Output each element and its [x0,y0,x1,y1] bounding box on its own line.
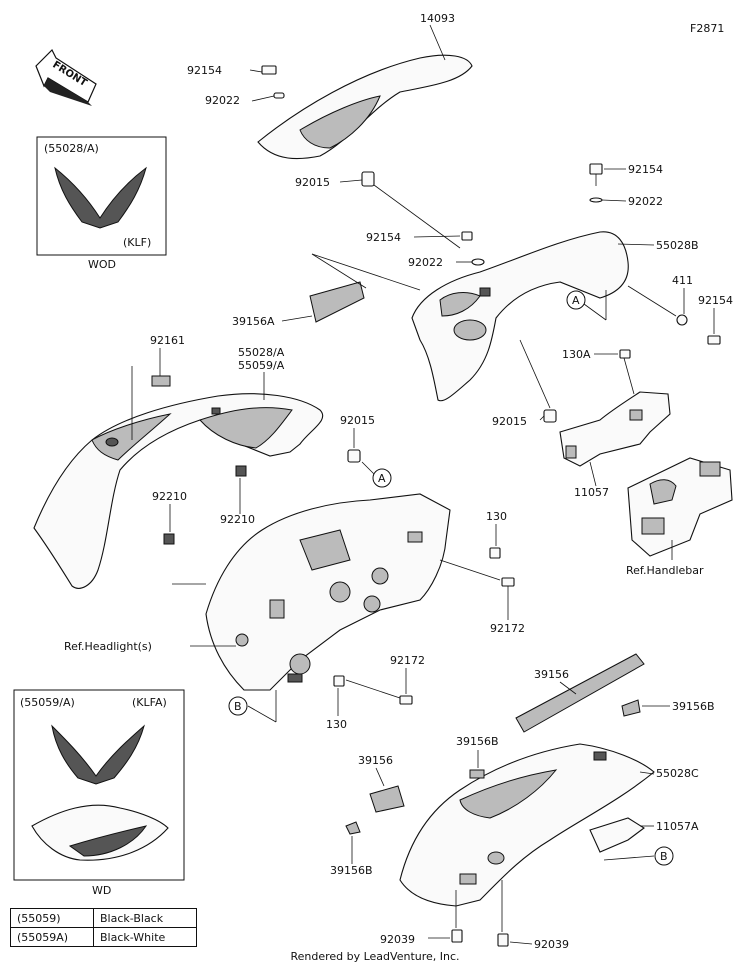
nut-411 [676,314,688,326]
callout-92154-mid: 92154 [366,231,401,244]
inset-wod-variant: (KLF) [123,236,151,249]
callout-39156B-l: 39156B [330,864,373,877]
screw-92039-right [497,933,509,947]
callout-92022-mid: 92022 [408,256,443,269]
inset-wd-code: (55059/A) [20,696,75,709]
cowl-wod-shape [54,166,147,229]
callout-92210-b: 92210 [220,513,255,526]
callout-92015-mid: 92015 [340,414,375,427]
color-code: (55059A) [10,927,94,947]
inset-wd-variant: (KLFA) [132,696,167,709]
screw-92039-left [451,929,463,943]
cowl-wd-side-shape [31,804,169,861]
pad-39156B-left [345,821,361,835]
part-55028B-cowl [411,231,629,402]
pad-39156B-mid [469,769,485,779]
washer-92022-mid [471,258,485,266]
collar-92015-right [543,409,557,423]
part-11057-bracket [559,349,671,467]
callout-92210-a: 92210 [152,490,187,503]
screw-92154-mid [461,231,473,241]
callout-55028A: 55028/A [238,346,285,359]
collar-92015-mid [347,449,361,463]
ref-handlebar: Ref.Handlebar [626,564,704,577]
callout-39156-l: 39156 [358,754,393,767]
callout-11057A: 11057A [656,820,699,833]
callout-92022-r1: 92022 [628,195,663,208]
callout-92015-top: 92015 [295,176,330,189]
pad-39156A [309,281,365,323]
handlebar-clamp [627,457,733,557]
front-arrow-icon: FRONT [35,48,97,106]
clip-92210-b [235,465,247,477]
part-55028C-cowl [399,743,655,907]
nut-130-a [489,547,501,559]
inset-wd-caption: WD [92,884,111,897]
headlight-assembly [205,493,451,691]
callout-92161: 92161 [150,334,185,347]
marker-a2-label: A [378,472,386,485]
inset-wod: (55028/A) (KLF) WOD [36,136,167,271]
inset-wd: (55059/A) (KLFA) WD [13,689,185,897]
washer-92022-r1 [589,197,603,203]
part-14093-cowl [249,54,473,187]
callout-39156B-r: 39156B [672,700,715,713]
callout-92172-a: 92172 [490,622,525,635]
marker-b2 [654,846,674,866]
marker-b1 [228,696,248,716]
nut-130-b [333,675,345,687]
screw-92154-r1 [589,163,603,175]
callout-92154-r1: 92154 [628,163,663,176]
screw-92172-a [501,577,515,587]
inset-wod-code: (55028/A) [44,142,99,155]
callout-130-a: 130 [486,510,507,523]
color-table: (55059) Black-Black (55059A) Black-White [10,908,197,947]
footer-credit: Rendered by LeadVenture, Inc. [290,950,460,963]
callout-55028B: 55028B [656,239,699,252]
callout-130-b: 130 [326,718,347,731]
callout-92039-l: 92039 [380,933,415,946]
callout-39156A: 39156A [232,315,275,328]
callout-11057: 11057 [574,486,609,499]
figure-id: F2871 [690,22,724,35]
pad-39156B-right [621,699,641,717]
ref-headlight: Ref.Headlight(s) [64,640,152,653]
screw-92172-b [399,695,413,705]
callout-55028C: 55028C [656,767,699,780]
pad-92161 [151,375,171,387]
screw-92154-r2 [707,335,721,345]
callout-39156B-m: 39156B [456,735,499,748]
clip-92210-a [163,533,175,545]
color-table-row: (55059) Black-Black [10,908,197,928]
color-table-row: (55059A) Black-White [10,927,197,947]
callout-14093: 14093 [420,12,455,25]
callout-411: 411 [672,274,693,287]
marker-b2-label: B [660,850,668,863]
marker-a2 [372,468,392,488]
callout-92154-top: 92154 [187,64,222,77]
marker-a1 [566,290,586,310]
part-55028A-cowl [33,393,324,589]
bracket-11057A [589,817,645,853]
callout-130A: 130A [562,348,591,361]
marker-b1-label: B [234,700,242,713]
callout-92039-r: 92039 [534,938,569,951]
color-name: Black-White [93,927,197,947]
callout-92015-right: 92015 [492,415,527,428]
marker-a1-label: A [572,294,580,307]
strip-39156 [515,653,645,733]
cowl-wd-front-shape [51,724,145,785]
callout-92022-top: 92022 [205,94,240,107]
color-code: (55059) [10,908,94,928]
callout-92172-b: 92172 [390,654,425,667]
callout-55059A: 55059/A [238,359,285,372]
callout-92154-r2: 92154 [698,294,733,307]
pad-39156-left [369,785,405,813]
color-name: Black-Black [93,908,197,928]
inset-wod-caption: WOD [88,258,116,271]
callout-39156: 39156 [534,668,569,681]
